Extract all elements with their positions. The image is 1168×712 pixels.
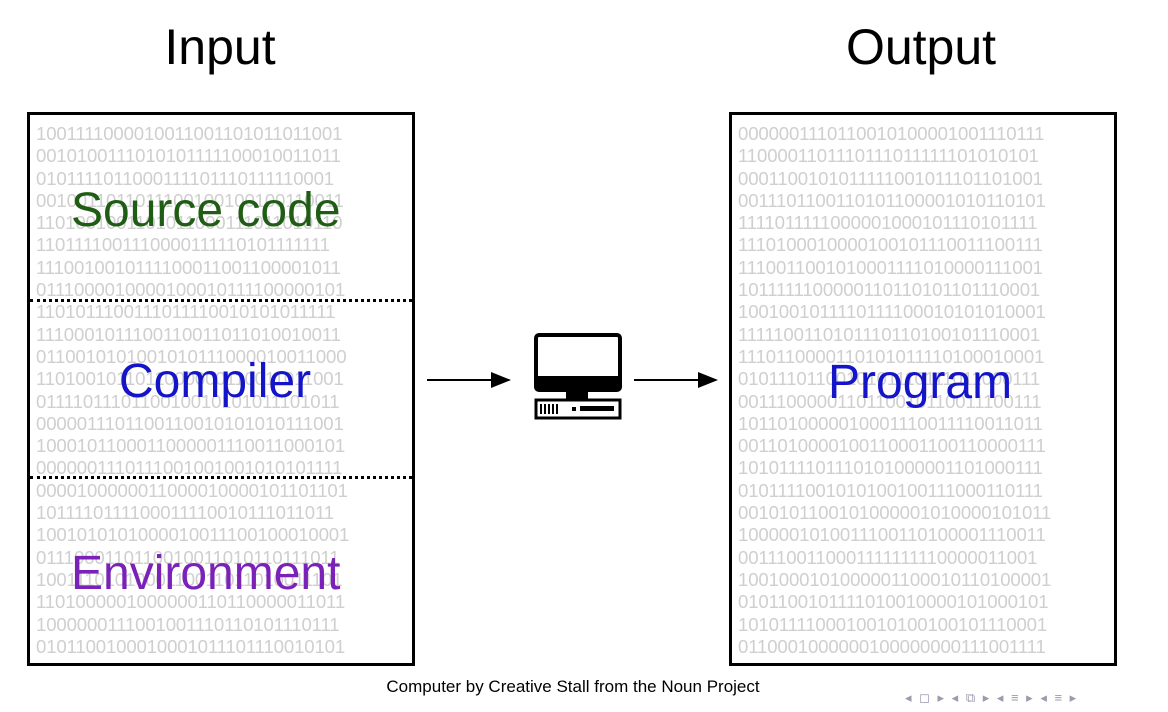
- output-heading: Output: [845, 19, 997, 75]
- input-divider-bottom: [30, 476, 412, 479]
- input-heading: Input: [164, 19, 276, 75]
- compiler-label: Compiler: [119, 355, 312, 408]
- output-box: 0000001110110010100001001110111 11000011…: [729, 112, 1117, 666]
- source-code-label: Source code: [71, 184, 341, 237]
- input-binary-background: 1001111000010011001101011011001 00101001…: [36, 123, 350, 657]
- output-binary-background: 0000001110110010100001001110111 11000011…: [738, 123, 1052, 657]
- input-divider-top: [30, 299, 412, 302]
- desktop-computer-icon: [534, 333, 622, 420]
- input-box: 1001111000010011001101011011001 00101001…: [27, 112, 415, 666]
- environment-label: Environment: [71, 547, 341, 600]
- program-label: Program: [828, 356, 1013, 409]
- attribution-credit: Computer by Creative Stall from the Noun…: [386, 677, 760, 696]
- slide-navigation-controls[interactable]: ◂ ◻ ▸ ◂ ⧉ ▸ ◂ ≡ ▸ ◂ ≡ ▸: [905, 690, 1079, 705]
